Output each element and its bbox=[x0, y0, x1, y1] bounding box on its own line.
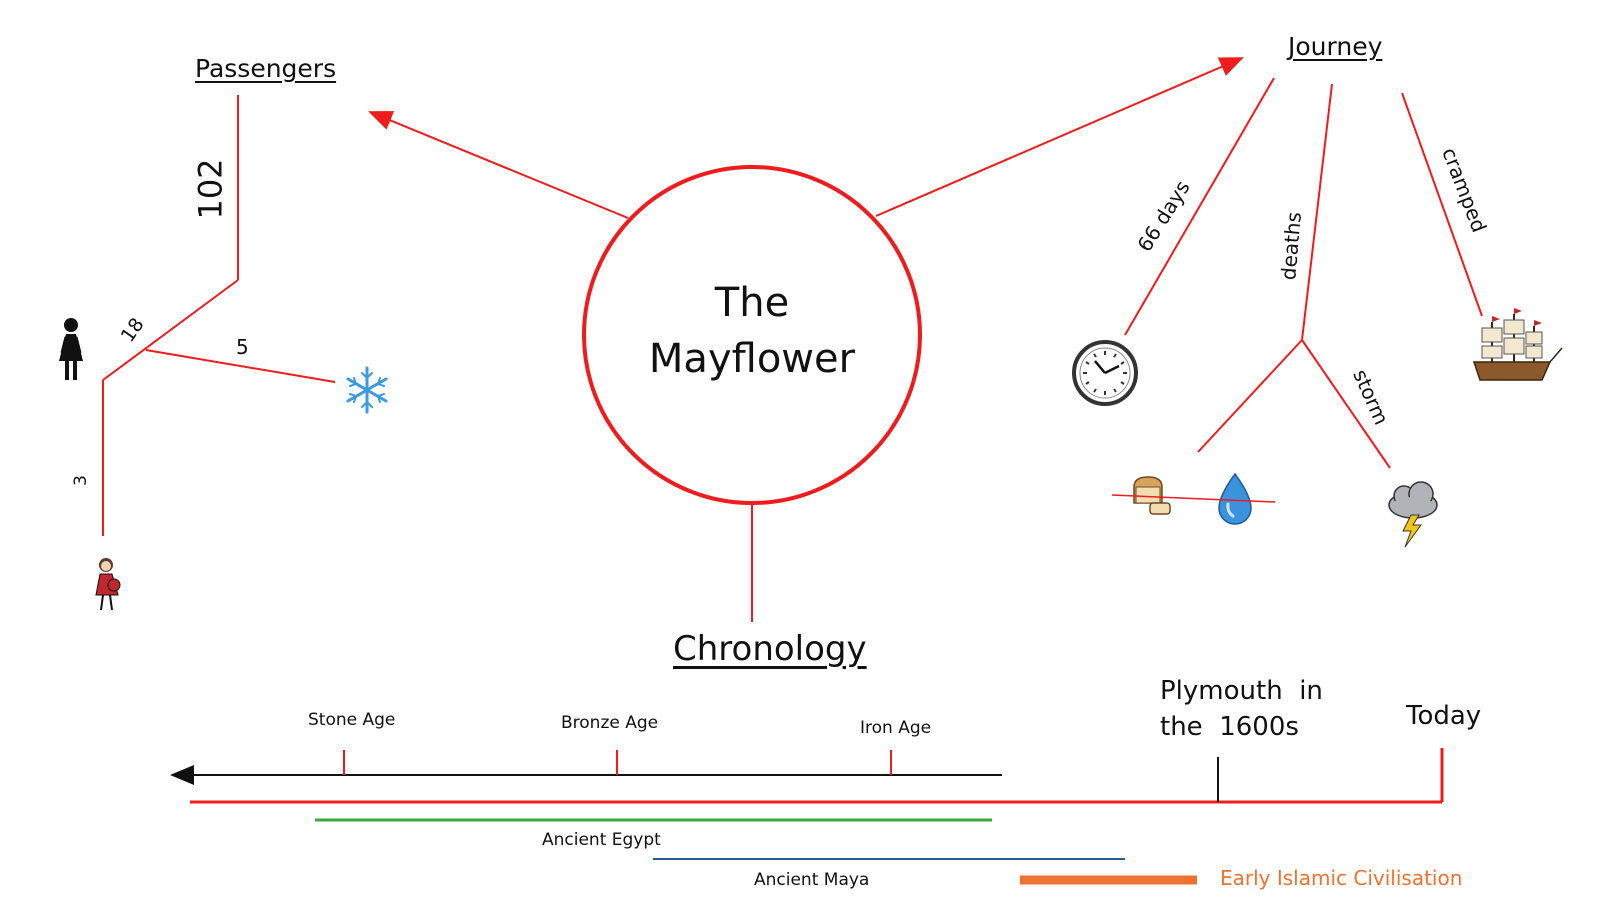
branch-journey-cramped bbox=[1401, 92, 1483, 317]
branch-journey-deaths bbox=[1301, 83, 1333, 341]
branch-passengers-children bbox=[145, 349, 336, 383]
water-drop-icon bbox=[1218, 472, 1252, 525]
branch-deaths-food bbox=[1197, 339, 1303, 453]
snowflake-icon bbox=[346, 366, 388, 414]
children-count-label: 5 bbox=[236, 335, 249, 359]
plymouth-label: Plymouth in the 1600s bbox=[1160, 673, 1323, 745]
central-title: The Mayflower bbox=[582, 275, 922, 387]
cross-out-line bbox=[1111, 494, 1276, 503]
plymouth-label-line1: Plymouth in bbox=[1160, 676, 1323, 706]
storm-cloud-icon bbox=[1388, 481, 1438, 548]
ancient-maya-label: Ancient Maya bbox=[754, 870, 870, 890]
pregnant-count-label: 3 bbox=[70, 475, 91, 486]
branch-deaths-storm bbox=[1301, 339, 1391, 469]
chronology-heading: Chronology bbox=[673, 629, 867, 669]
passengers-total-label: 102 bbox=[191, 158, 230, 220]
woman-icon bbox=[59, 318, 83, 380]
pregnant-woman-icon bbox=[95, 558, 121, 611]
branch-journey-duration bbox=[1124, 77, 1275, 336]
clock-icon bbox=[1072, 340, 1138, 406]
plymouth-label-line2: the 1600s bbox=[1160, 712, 1299, 742]
central-title-line2: Mayflower bbox=[648, 336, 856, 382]
journey-deaths-label: deaths bbox=[1276, 210, 1307, 282]
ship-icon bbox=[1472, 308, 1563, 381]
early-islamic-label: Early Islamic Civilisation bbox=[1220, 866, 1463, 890]
central-title-line1: The bbox=[714, 280, 790, 326]
passengers-heading: Passengers bbox=[195, 54, 337, 83]
journey-heading: Journey bbox=[1288, 32, 1383, 61]
today-label: Today bbox=[1406, 701, 1482, 731]
connector-passengers bbox=[368, 111, 629, 219]
ancient-egypt-label: Ancient Egypt bbox=[542, 830, 661, 850]
bronze-age-label: Bronze Age bbox=[561, 713, 659, 733]
connector-journey bbox=[875, 57, 1244, 217]
iron-age-label: Iron Age bbox=[860, 718, 932, 738]
stone-age-label: Stone Age bbox=[308, 710, 396, 730]
branch-passengers-women bbox=[102, 279, 239, 381]
